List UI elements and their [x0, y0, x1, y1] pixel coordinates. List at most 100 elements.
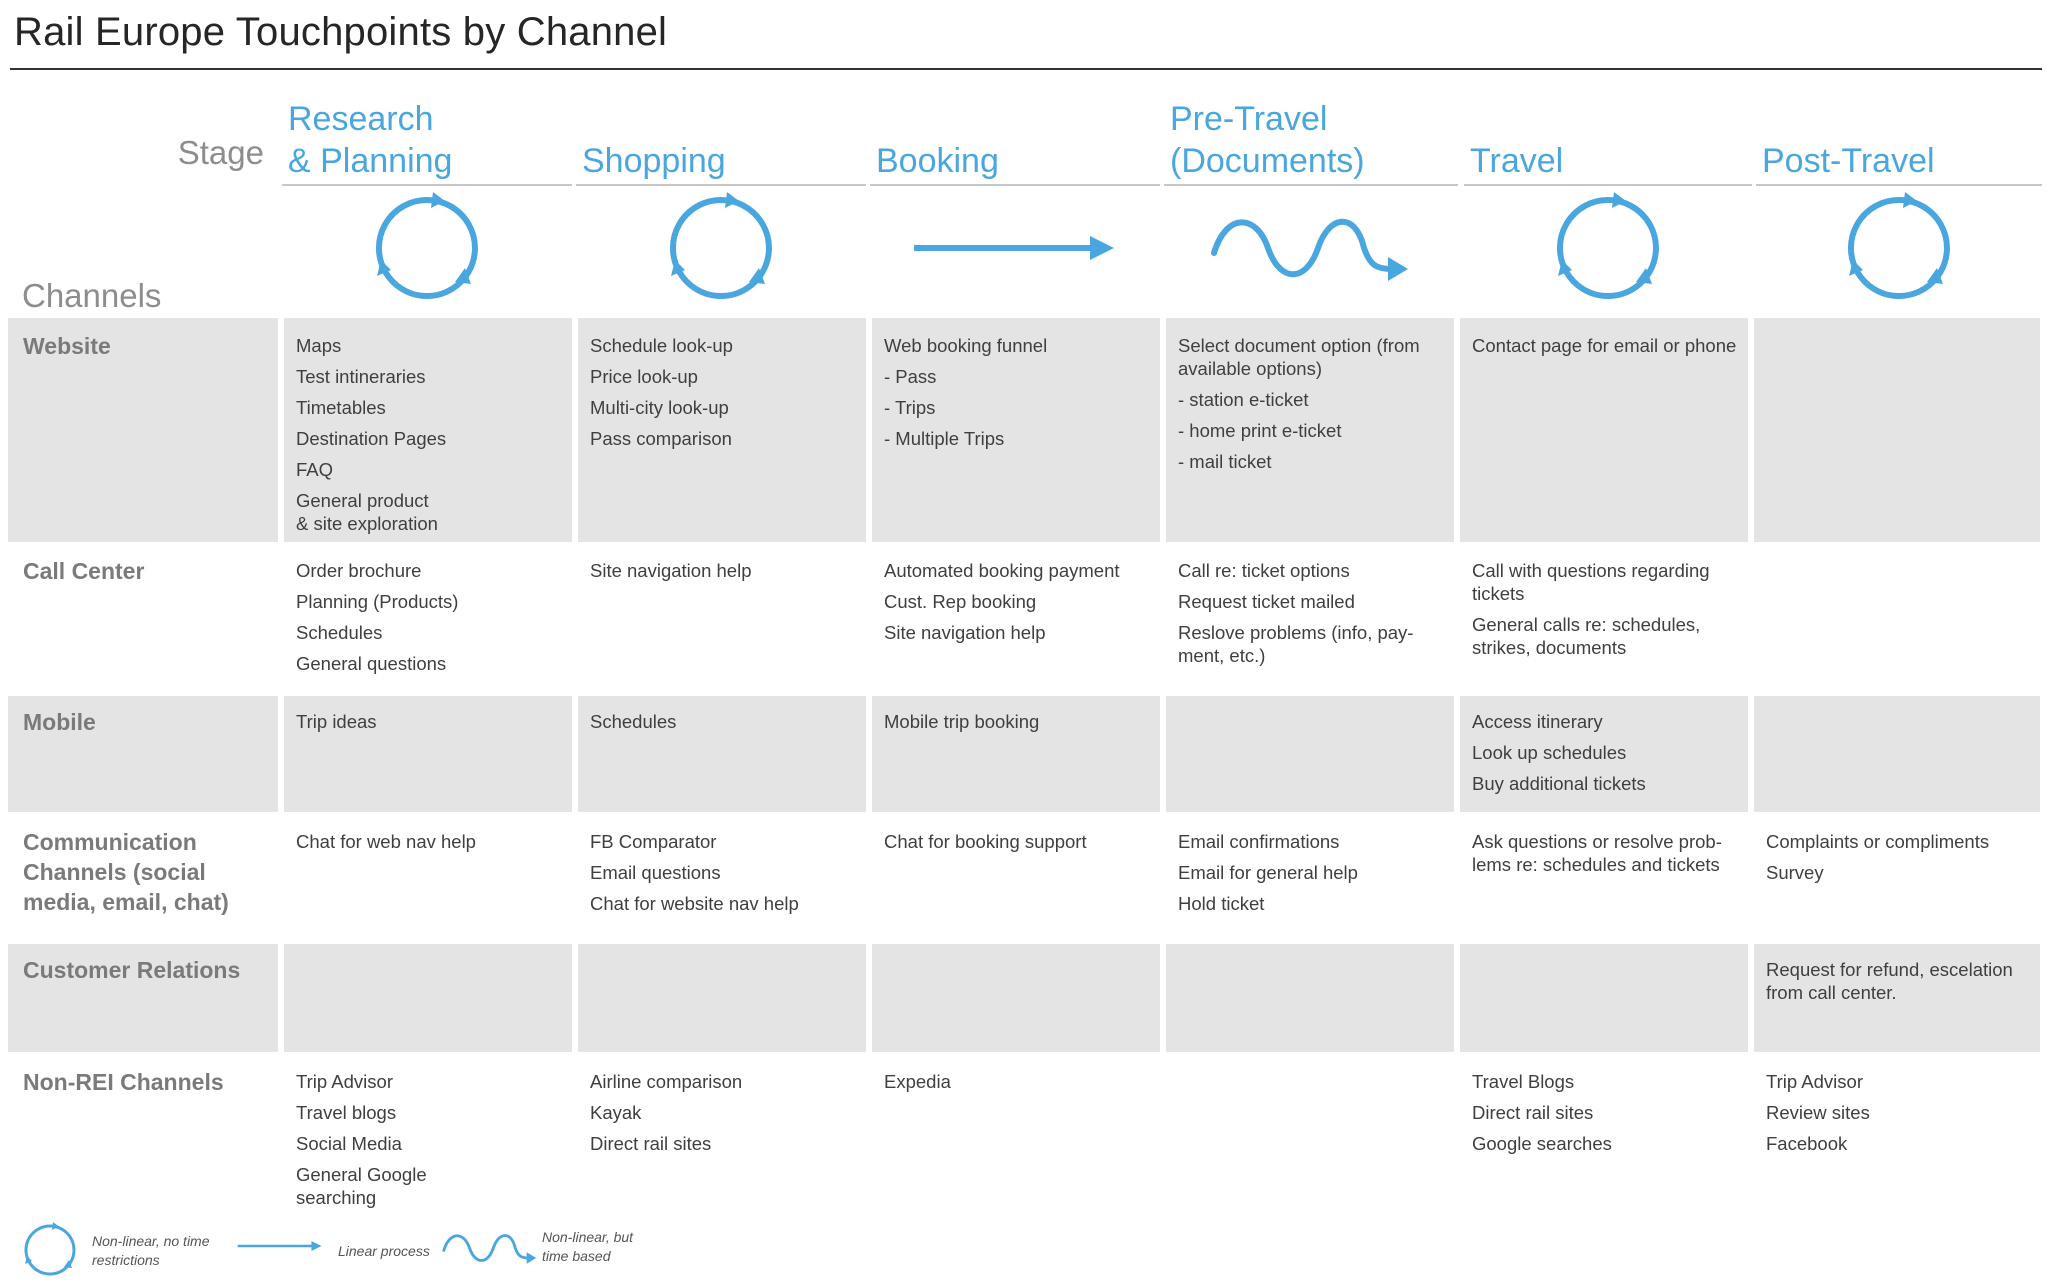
touchpoint-item: Social Media: [296, 1133, 402, 1154]
column-divider: [572, 318, 578, 1052]
touchpoint-item: Call re: ticket options: [1178, 560, 1350, 581]
wave-arrow-icon: [440, 1226, 540, 1275]
circular-arrows-icon: [282, 186, 572, 310]
touchpoint-item: Reslove problems (info, pay- ment, etc.): [1178, 622, 1414, 666]
touchpoint-item: Schedules: [296, 622, 383, 643]
stage-title: Travel: [1470, 142, 1564, 180]
stage-title: Pre-Travel (Documents): [1170, 100, 1365, 180]
touchpoint-item: Request for refund, escelation from call…: [1766, 959, 2013, 1003]
touchpoint-item: Trip ideas: [296, 711, 377, 732]
touchpoint-item: General calls re: schedules, strikes, do…: [1472, 614, 1701, 658]
circular-arrows-icon: [20, 1220, 80, 1285]
touchpoint-item: Hold ticket: [1178, 893, 1265, 914]
touchpoint-item: Chat for website nav help: [590, 893, 799, 914]
stage-header-booking: Booking: [870, 78, 1160, 186]
touchpoint-item: Review sites: [1766, 1102, 1870, 1123]
touchpoint-item: Buy additional tickets: [1472, 773, 1646, 794]
touchpoint-item: Test intineraries: [296, 366, 426, 387]
circular-arrows-icon: [1756, 186, 2042, 310]
touchpoint-item: General product & site exploration: [296, 490, 438, 534]
touchpoint-item: General Google searching: [296, 1164, 427, 1208]
touchpoint-item: Kayak: [590, 1102, 642, 1123]
stage-header-post-travel: Post-Travel: [1756, 78, 2042, 186]
row-band-mobile: [8, 696, 2040, 812]
row-label-call-center: Call Center: [23, 558, 145, 584]
touchpoint-item: Destination Pages: [296, 428, 447, 449]
circular-arrows-icon: [576, 186, 866, 310]
touchpoint-item: Chat for booking support: [884, 831, 1087, 852]
stage-header-travel: Travel: [1464, 78, 1752, 186]
touchpoint-item: Google searches: [1472, 1133, 1612, 1154]
touchpoint-item: - mail ticket: [1178, 451, 1272, 472]
touchpoint-item: Cust. Rep booking: [884, 591, 1037, 612]
touchpoint-item: Trip Advisor: [296, 1071, 393, 1092]
legend-label-linear: Linear process: [338, 1243, 430, 1259]
stage-title: Research & Planning: [288, 100, 453, 180]
legend: Non-linear, no time restrictions Linear …: [20, 1220, 700, 1284]
touchpoint-item: Schedules: [590, 711, 677, 732]
touchpoint-item: Email questions: [590, 862, 721, 883]
row-label-customer-relations: Customer Relations: [23, 957, 241, 983]
row-label-communication-channels: Communication Channels (social media, em…: [23, 829, 229, 915]
title-divider: [10, 68, 2042, 70]
touchpoint-cell: Expedia: [884, 1070, 1154, 1101]
touchpoint-item: Mobile trip booking: [884, 711, 1040, 732]
straight-arrow-icon: [236, 1232, 324, 1265]
stage-header-pre-travel: Pre-Travel (Documents): [1164, 78, 1458, 186]
touchpoint-item: General questions: [296, 653, 447, 674]
touchpoint-item: Travel Blogs: [1472, 1071, 1575, 1092]
touchpoint-item: - station e-ticket: [1178, 389, 1309, 410]
row-band-website: [8, 318, 2040, 542]
page-title: Rail Europe Touchpoints by Channel: [14, 10, 668, 54]
touchpoint-item: FAQ: [296, 459, 334, 480]
touchpoint-item: Travel blogs: [296, 1102, 397, 1123]
touchpoint-item: Order brochure: [296, 560, 422, 581]
row-label-mobile: Mobile: [23, 709, 96, 735]
column-divider: [1160, 318, 1166, 1052]
touchpoint-item: Email confirmations: [1178, 831, 1340, 852]
channels-axis-label: Channels: [22, 277, 162, 314]
touchpoint-item: Schedule look-up: [590, 335, 733, 356]
touchpoint-item: Email for general help: [1178, 862, 1358, 883]
touchpoint-item: Airline comparison: [590, 1071, 743, 1092]
column-divider: [1748, 318, 1754, 1052]
touchpoint-item: Look up schedules: [1472, 742, 1627, 763]
touchpoint-item: Automated booking payment: [884, 560, 1120, 581]
touchpoint-cell: Site navigation help: [590, 559, 860, 590]
touchpoint-item: FB Comparator: [590, 831, 717, 852]
row-label-website: Website: [23, 333, 111, 359]
stage-header-research-planning: Research & Planning: [282, 78, 572, 186]
touchpoint-item: Price look-up: [590, 366, 698, 387]
touchpoint-item: Planning (Products): [296, 591, 459, 612]
touchpoint-item: Request ticket mailed: [1178, 591, 1355, 612]
touchpoint-item: Multi-city look-up: [590, 397, 729, 418]
stage-title: Shopping: [582, 142, 726, 180]
column-divider: [1454, 318, 1460, 1052]
touchpoint-cell: Web booking funnel- Pass- Trips- Multipl…: [884, 334, 1154, 458]
touchpoint-item: - Trips: [884, 397, 936, 418]
touchpoint-cell: Trip ideas: [296, 710, 566, 741]
touchpoint-cell: Contact page for email or phone: [1472, 334, 1742, 365]
touchpoint-item: Contact page for email or phone: [1472, 335, 1737, 356]
touchpoint-item: Pass comparison: [590, 428, 732, 449]
touchpoint-item: Site navigation help: [590, 560, 752, 581]
touchpoint-item: - Multiple Trips: [884, 428, 1005, 449]
touchpoint-item: Select document option (from available o…: [1178, 335, 1420, 379]
touchpoint-cell: Select document option (from available o…: [1178, 334, 1448, 481]
touchpoint-item: Survey: [1766, 862, 1824, 883]
touchpoint-cell: Ask questions or resolve prob- lems re: …: [1472, 830, 1742, 884]
touchpoint-item: Web booking funnel: [884, 335, 1048, 356]
touchpoint-item: - home print e-ticket: [1178, 420, 1342, 441]
touchpoint-item: Maps: [296, 335, 342, 356]
